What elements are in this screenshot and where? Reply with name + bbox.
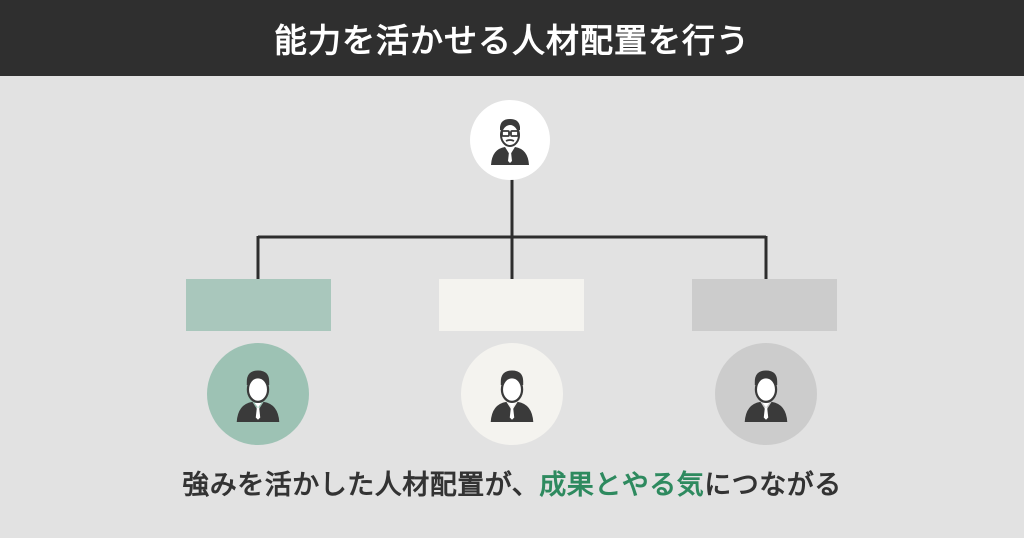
member-avatar-right (715, 343, 817, 445)
header-bar: 能力を活かせる人材配置を行う (0, 0, 1024, 76)
person-avatar-icon (490, 370, 534, 422)
caption-text: 強みを活かした人材配置が、成果とやる気につながる (0, 463, 1024, 502)
member-avatar-center (461, 343, 563, 445)
page-title: 能力を活かせる人材配置を行う (274, 21, 750, 60)
member-avatar-left (207, 343, 309, 445)
manager-avatar-icon (491, 119, 529, 165)
caption-before: 強みを活かした人材配置が、 (182, 470, 540, 501)
person-avatar-icon (236, 370, 280, 422)
caption-highlight: 成果とやる気 (539, 470, 705, 501)
role-box-center (439, 279, 584, 331)
person-avatar-icon (744, 370, 788, 422)
role-box-right (692, 279, 837, 331)
role-box-left (186, 279, 331, 331)
caption-after: につながる (704, 470, 842, 501)
manager-avatar (470, 100, 550, 180)
